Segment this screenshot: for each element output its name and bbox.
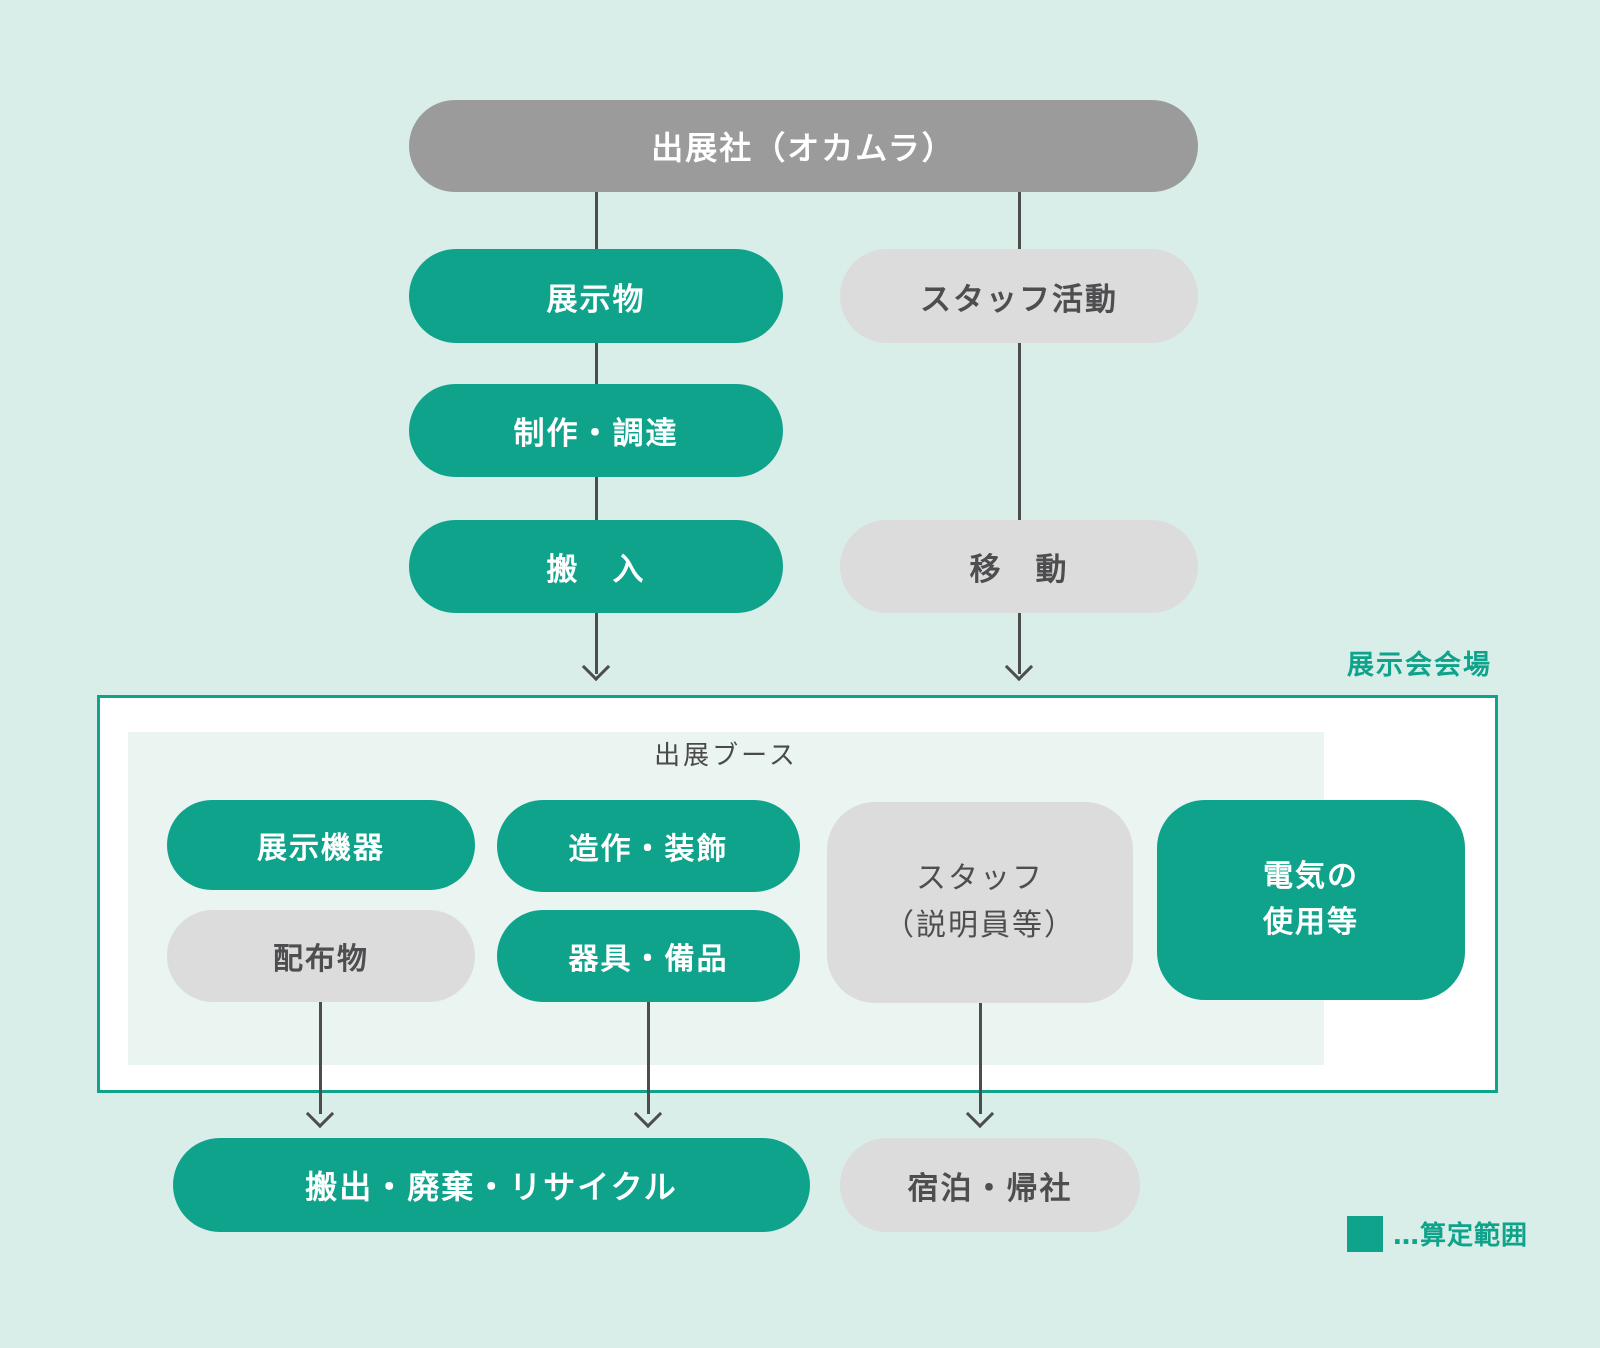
node-electricity-use-line2: 使用等 <box>1263 905 1359 940</box>
booth-label: 出展ブース <box>654 741 798 771</box>
node-lodging-return: 宿泊・帰社 <box>840 1138 1140 1232</box>
arrow-down-icon <box>581 652 611 682</box>
node-fixtures-decoration: 造作・装飾 <box>497 800 800 892</box>
node-staff-explainers: スタッフ （説明員等） <box>827 802 1133 1003</box>
node-handouts: 配布物 <box>167 910 475 1002</box>
calculation-scope-swatch-icon <box>1347 1215 1383 1252</box>
node-display-equipment: 展示機器 <box>167 800 475 890</box>
line-tools-to-carryout <box>647 1002 650 1114</box>
legend-label: …算定範囲 <box>1393 1221 1529 1251</box>
node-electricity-use-line1: 電気の <box>1263 858 1359 894</box>
line-exhibits-to-production <box>595 343 598 384</box>
line-staff-activity-to-movement <box>1018 343 1021 520</box>
line-handouts-to-carryout <box>319 1002 322 1114</box>
node-staff-explainers-line2: （説明員等） <box>884 907 1076 943</box>
line-exhibitor-to-staff-activity <box>1018 192 1021 249</box>
arrow-down-icon <box>1004 652 1034 682</box>
line-exhibitor-to-exhibits <box>595 192 598 249</box>
node-electricity-use: 電気の 使用等 <box>1157 800 1465 1000</box>
line-carryin-to-venue <box>595 613 598 674</box>
node-carry-in: 搬 入 <box>409 520 783 613</box>
line-production-to-carryin <box>595 477 598 520</box>
node-staff-activity: スタッフ活動 <box>840 249 1198 343</box>
node-production-procurement: 制作・調達 <box>409 384 783 477</box>
line-staff-to-lodging <box>979 1003 982 1114</box>
line-movement-to-venue <box>1018 613 1021 674</box>
booth-box <box>128 732 1324 1065</box>
node-exhibits: 展示物 <box>409 249 783 343</box>
arrow-down-icon <box>965 1099 995 1129</box>
arrow-down-icon <box>633 1099 663 1129</box>
legend: …算定範囲 <box>1347 1215 1528 1252</box>
node-movement: 移 動 <box>840 520 1198 613</box>
node-tools-supplies: 器具・備品 <box>497 910 800 1002</box>
arrow-down-icon <box>305 1099 335 1129</box>
node-exhibitor: 出展社（オカムラ） <box>409 100 1198 192</box>
venue-label: 展示会会場 <box>1347 650 1492 681</box>
node-staff-explainers-line1: スタッフ <box>916 861 1044 896</box>
node-carryout-disposal-recycle: 搬出・廃棄・リサイクル <box>173 1138 810 1232</box>
